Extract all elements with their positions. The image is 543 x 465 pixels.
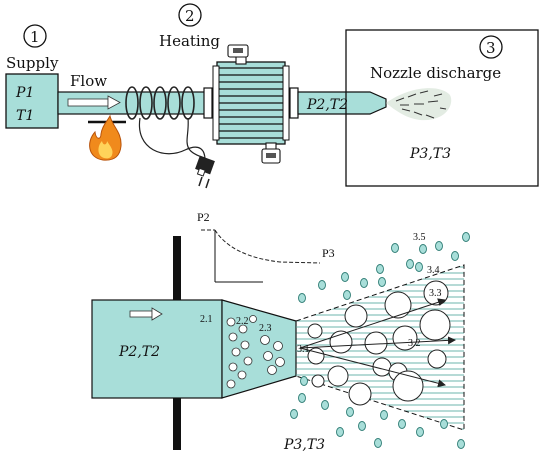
inlet-flow-arrow [129, 307, 163, 321]
flow-arrow [67, 95, 121, 110]
top-system-diagram: 1 Supply P1 T1 Flow [5, 3, 539, 189]
nozzle-discharge-label: Nozzle discharge [370, 64, 501, 82]
region-2-2: 2.2 [236, 316, 249, 327]
region-labels: 2.1 2.2 2.3 3.1 3.2 3.3 3.4 3.5 [200, 232, 442, 355]
nozzle-droplets [226, 315, 285, 389]
heat-exchanger-fins [219, 67, 283, 139]
inlet-flange [203, 87, 213, 119]
heating-coil [125, 86, 195, 120]
spray-plume [386, 88, 452, 121]
nozzle-pipe [297, 91, 387, 115]
supply-stage: 1 Supply P1 T1 [5, 24, 59, 129]
heating-label: Heating [159, 32, 220, 50]
spray-flow-arrows [299, 298, 456, 388]
top-valve-icon [227, 44, 249, 65]
region-3-1: 3.1 [297, 344, 310, 355]
stage-1-number: 1 [30, 28, 40, 46]
bottom-nozzle-detail: P2 P3 P2,T2 [91, 210, 470, 453]
heating-stage: 2 Heating [159, 3, 299, 164]
inlet-conditions: P2,T2 [118, 344, 160, 360]
flame-icon [88, 114, 126, 161]
supply-label: Supply [6, 54, 59, 72]
supply-tank [5, 73, 59, 129]
flow-label: Flow [70, 72, 107, 90]
stage-3-circle [479, 35, 503, 59]
supply-temperature: T1 [16, 108, 34, 124]
ambient-droplets [290, 232, 470, 449]
discharge-conditions: P3,T3 [409, 146, 451, 162]
power-plug-icon [138, 117, 215, 189]
stage-3-number: 3 [486, 39, 496, 57]
bottom-valve-icon [261, 142, 281, 164]
stage-2-circle [178, 3, 202, 27]
region-3-5: 3.5 [413, 232, 426, 243]
p3-label: P3 [322, 246, 335, 260]
pressure-decay-curve [214, 229, 321, 264]
outlet-flange [289, 87, 299, 119]
supply-pressure: P1 [15, 85, 34, 101]
stage-1-circle [23, 24, 47, 48]
heater-outlet-conditions: P2,T2 [306, 97, 348, 113]
region-3-4: 3.4 [427, 265, 440, 276]
outlet-conditions: P3,T3 [283, 437, 325, 453]
spray-droplets [307, 280, 451, 406]
region-3-2: 3.2 [408, 338, 421, 349]
region-3-3: 3.3 [429, 288, 442, 299]
region-2-3: 2.3 [259, 323, 272, 334]
region-2-1: 2.1 [200, 314, 213, 325]
discharge-chamber [345, 29, 539, 187]
p2-label: P2 [197, 210, 210, 224]
discharge-stage: 3 Nozzle discharge P3,T3 [345, 29, 539, 187]
stage-2-number: 2 [185, 7, 195, 25]
pressure-profile-inset: P2 P3 [197, 210, 335, 283]
